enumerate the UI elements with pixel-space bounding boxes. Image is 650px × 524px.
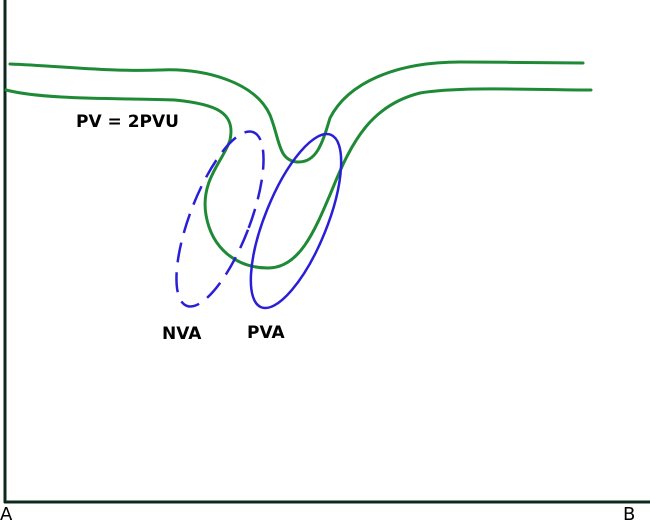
pv-contour-label: PV = 2PVU — [76, 112, 179, 132]
pva-ellipse — [249, 132, 343, 310]
nva-label: NVA — [162, 324, 202, 344]
corner-label-b: B — [623, 504, 635, 524]
pva-label: PVA — [247, 323, 285, 343]
pv-contour-upper — [8, 60, 585, 164]
nva-ellipse — [175, 130, 265, 308]
pv-contour-lower — [4, 87, 593, 270]
corner-label-a: A — [0, 504, 13, 524]
